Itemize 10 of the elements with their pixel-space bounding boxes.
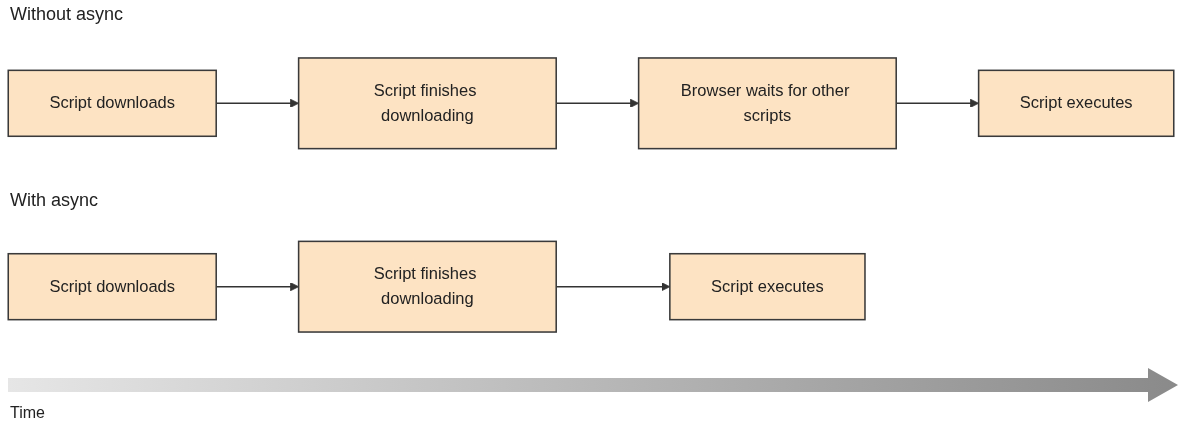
axis-label: Time <box>10 404 45 422</box>
node-box: Browser waits for other scripts <box>637 57 897 150</box>
section-heading: With async <box>10 190 99 211</box>
node-box: Script executes <box>977 69 1175 138</box>
node-box: Script finishes downloading <box>297 57 557 150</box>
node-box: Script downloads <box>7 252 217 321</box>
node-box: Script downloads <box>7 69 217 138</box>
node-box: Script executes <box>669 252 866 321</box>
node-box: Script finishes downloading <box>297 240 557 333</box>
section-heading: Without async <box>10 4 124 25</box>
